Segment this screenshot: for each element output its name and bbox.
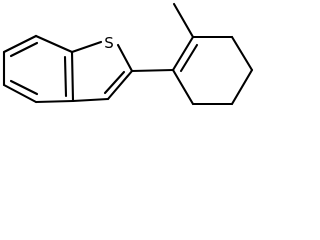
bond-c3prime-c4prime [230,35,254,72]
bond-c2-c3 [106,69,134,101]
chemical-structure-diagram: S [2,2,254,106]
bond-c3a-c4 [34,99,75,104]
double-bond-c4-c5-inner [9,79,39,96]
cyclohexene-ring [171,35,254,106]
bond-c6prime-c1prime [171,68,195,106]
bond-c3-c3a [71,97,110,103]
bond-c7-c7a [34,34,74,54]
bond-c4prime-c5prime [230,68,254,106]
double-bond-c1prime-c2prime-inner [179,43,199,73]
double-bond-c6-c7-inner [9,41,39,58]
sulfur-atom-label: S [104,34,114,52]
double-bond-c2-c3-inner [103,70,126,95]
bond-c6-c7 [2,34,38,54]
benzo-ring [2,34,75,104]
bond-c4-c5 [2,83,38,104]
bond-c2-c1prime [130,68,175,73]
bond-c7a-s1 [70,40,103,54]
bond-s1-c2 [116,43,134,73]
methyl-bond [172,2,195,39]
double-bond-c7a-c3a-inner [63,55,68,98]
thiophene-ring [70,40,134,103]
bond-c1prime-c2prime [171,35,195,72]
bond-c7a-c3a [70,50,75,103]
